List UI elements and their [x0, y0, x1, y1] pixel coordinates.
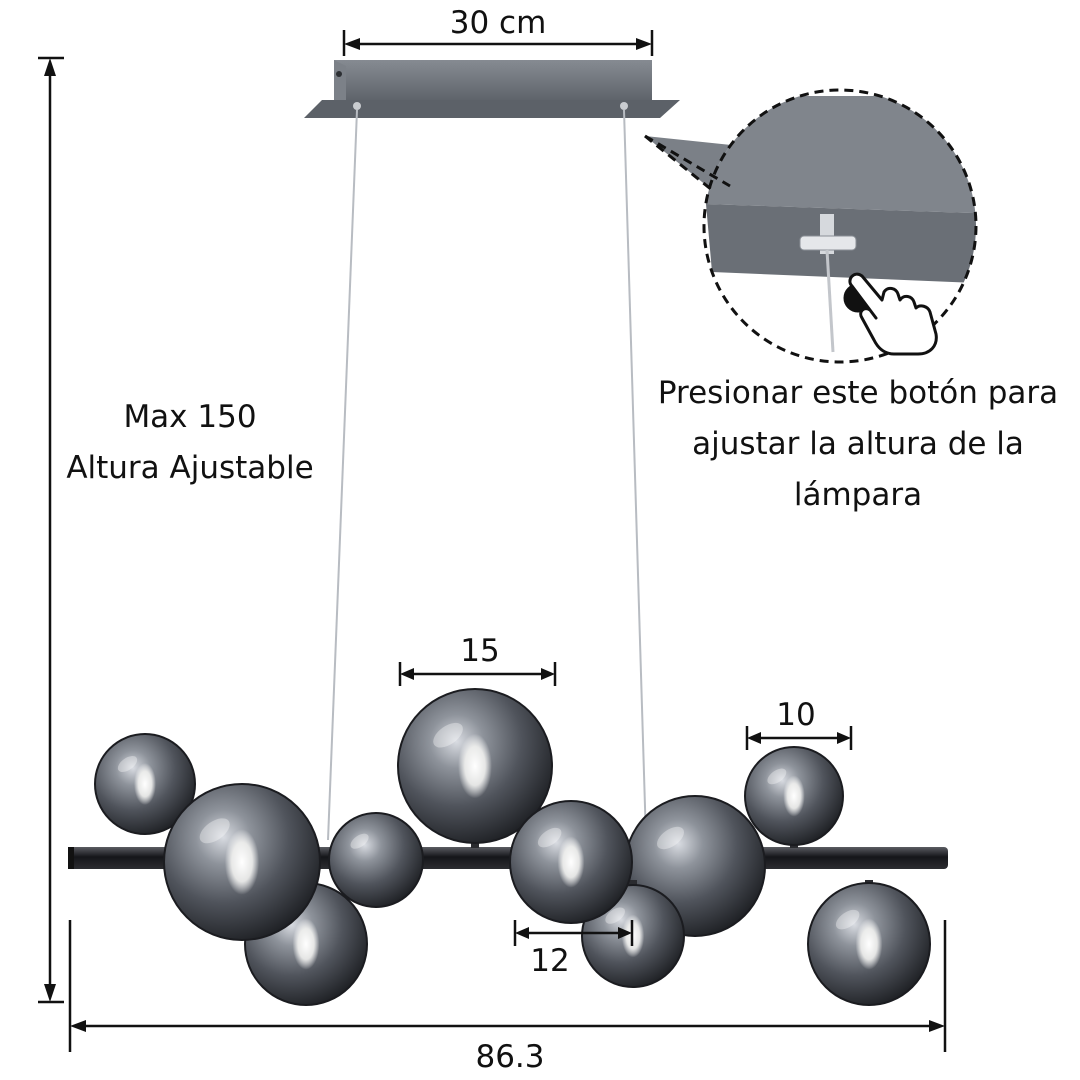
- ceiling-canopy: [304, 60, 680, 118]
- height-note-max: Max 150: [123, 399, 257, 435]
- large-globe-label: 15: [460, 633, 500, 669]
- suspension-cables: [327, 109, 647, 841]
- glass-globe: [807, 880, 931, 1006]
- button-note-line1: Presionar este botón para: [657, 375, 1059, 411]
- medium-globe-label: 12: [530, 943, 570, 979]
- canopy-width-label: 30 cm: [449, 5, 547, 41]
- glass-globe: [509, 800, 633, 924]
- medium-globe-dimension: [513, 920, 634, 946]
- button-note: Presionar este botón para ajustar la alt…: [640, 368, 1076, 521]
- hand-pointer-icon: [848, 272, 938, 356]
- button-note-line3: lámpara: [793, 477, 923, 513]
- small-globe-label: 10: [776, 697, 816, 733]
- total-length-label: 86.3: [475, 1039, 545, 1075]
- height-note: Max 150 Altura Ajustable: [40, 392, 340, 494]
- large-globe-dimension: [398, 662, 557, 686]
- height-dimension-line: [38, 56, 64, 1004]
- glass-globe: [163, 783, 321, 941]
- small-globe-dimension: [745, 726, 853, 750]
- height-note-adjustable: Altura Ajustable: [66, 450, 314, 486]
- glass-globe: [328, 812, 424, 908]
- glass-globe: [397, 688, 553, 848]
- glass-globe: [744, 746, 844, 848]
- button-note-line2: ajustar la altura de la: [692, 426, 1024, 462]
- glass-globes: [94, 688, 931, 1006]
- canopy-width-dimension: [342, 30, 654, 56]
- glass-globe: [94, 733, 196, 835]
- total-length-dimension: [68, 920, 947, 1052]
- zoom-callout: [644, 88, 978, 364]
